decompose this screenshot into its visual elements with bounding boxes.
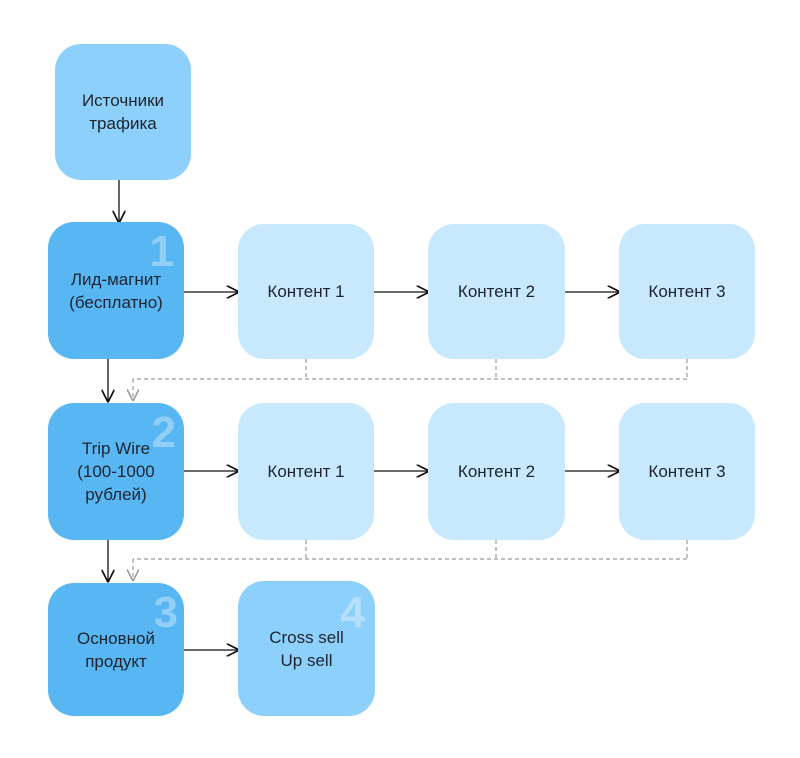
row2-content-3-label: Контент 3: [648, 462, 726, 481]
row2-content-1-label: Контент 1: [267, 462, 345, 481]
traffic-sources-node: Источники трафика: [55, 44, 191, 180]
row1-content-2-label: Контент 2: [457, 282, 536, 301]
stage-number-4: 4: [340, 588, 365, 637]
dashed-return-row2: [133, 540, 688, 580]
row2-content-2-label: Контент 2: [457, 462, 536, 481]
dashed-return-row1: [133, 359, 688, 400]
stage-lead-magnet-label: Лид-магнит (бесплатно): [69, 269, 163, 312]
row2-content-1-node: Контент 1: [238, 403, 374, 540]
row2-content-2-node: Контент 2: [428, 403, 565, 540]
row1-content-2-node: Контент 2: [428, 224, 565, 359]
row1-content-3-node: Контент 3: [619, 224, 755, 359]
stage-number-1: 1: [149, 227, 174, 276]
traffic-sources-label: Источники трафика: [81, 91, 165, 133]
row1-content-1-node: Контент 1: [238, 224, 374, 359]
row1-content-1-label: Контент 1: [267, 282, 345, 301]
stage-number-3: 3: [153, 588, 178, 637]
row1-content-3-label: Контент 3: [648, 282, 726, 301]
row2-content-3-node: Контент 3: [619, 403, 755, 540]
stage-lead-magnet-node: 1 Лид-магнит (бесплатно): [48, 222, 184, 359]
stage-trip-wire-label: Trip Wire (100-1000 рублей): [77, 439, 155, 504]
upsell-node: 4 Cross sell Up sell: [238, 581, 375, 716]
stage-main-product-label: Основной продукт: [77, 628, 155, 671]
upsell-label: Cross sell Up sell: [269, 627, 344, 670]
stage-main-product-node: 3 Основной продукт: [48, 583, 184, 716]
stage-number-2: 2: [151, 408, 176, 457]
stage-trip-wire-node: 2 Trip Wire (100-1000 рублей): [48, 403, 184, 540]
